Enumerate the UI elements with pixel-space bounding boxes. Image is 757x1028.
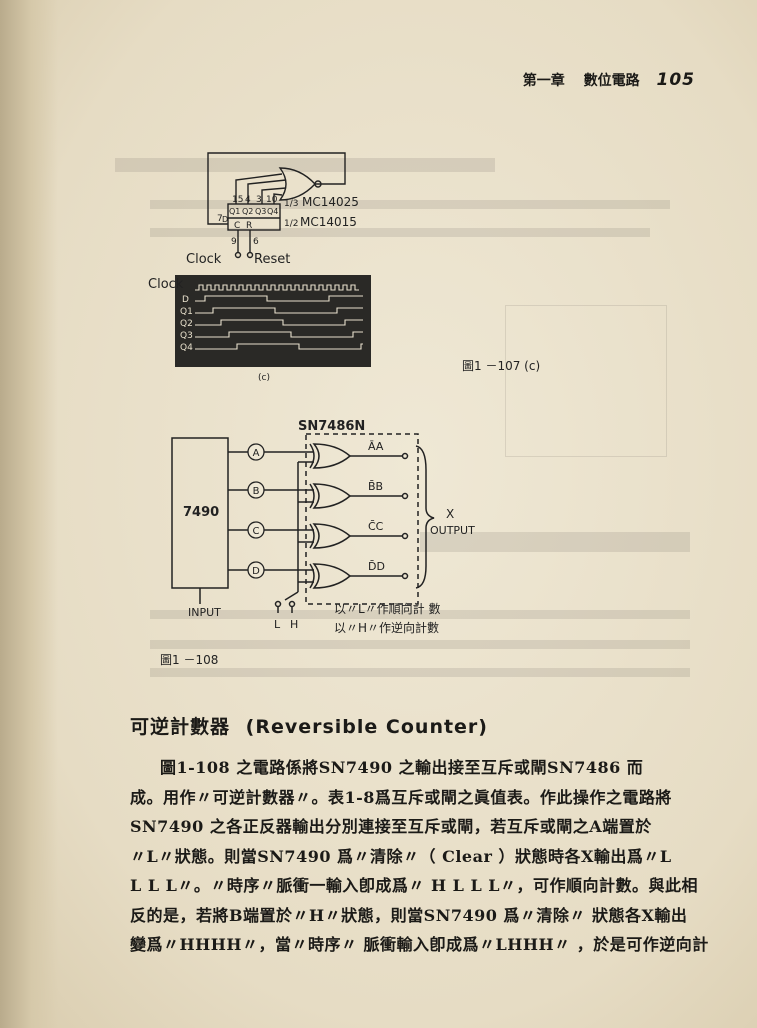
output-q2: Q2	[242, 207, 253, 216]
timing-diagram-frame	[175, 275, 371, 367]
body-paragraph: 圖1-108 之電路係將SN7490 之輸出接至互斥或閘SN7486 而 成。用…	[130, 753, 709, 960]
switch-h-label: H	[290, 618, 298, 631]
pin-3: 3	[256, 195, 262, 205]
xor-gate-a	[309, 443, 352, 469]
node-d: D	[252, 566, 260, 577]
input-d: D	[222, 215, 228, 224]
body-line-5: L L L〃。〃時序〃脈衝一輸入卽成爲〃 H L L L〃，可作順向計數。與此相	[130, 876, 699, 895]
pin-10: 10	[266, 195, 278, 205]
pin-9: 9	[231, 237, 237, 247]
output-q3: Q3	[255, 207, 266, 216]
output-q4: Q4	[267, 207, 278, 216]
body-line-1: 圖1-108 之電路係將SN7490 之輸出接至互斥或閘SN7486 而	[160, 758, 644, 777]
figure-107-circuit: 15 4 3 10 Q1 Q2 Q3 Q4 7 D C R 9 6 1/3 MC…	[148, 152, 540, 383]
input-c: C	[234, 221, 240, 231]
counter-7490-label: 7490	[183, 505, 219, 520]
xor-gate-d	[309, 563, 352, 589]
timing-signal-q4: Q4	[180, 343, 193, 353]
chapter-label: 第一章	[522, 73, 565, 89]
bleed-through-block-2	[150, 200, 670, 209]
bleed-through-block-1	[115, 158, 495, 172]
body-line-6: 反的是，若將B端置於〃H〃狀態，則當SN7490 爲〃清除〃 狀態各X輸出	[130, 905, 688, 925]
input-label: INPUT	[188, 606, 221, 619]
timing-waveforms	[195, 284, 363, 350]
timing-signal-q2: Q2	[180, 319, 193, 329]
chapter-title: 數位電路	[583, 73, 640, 89]
timing-signal-clock: Clock	[148, 277, 184, 292]
figure-107-caption: 圖1 －107 (c)	[462, 359, 540, 373]
pin-15: 15	[232, 195, 243, 205]
figure-107-sub-label: (c)	[258, 373, 270, 383]
section-title: 可逆計數器 (Reversible Counter)	[130, 712, 488, 739]
page-number: 105	[656, 70, 695, 90]
chip-top-name: MC14025	[302, 195, 359, 209]
node-a: A	[253, 448, 260, 459]
figure-108-caption: 圖1 －108	[160, 653, 218, 667]
body-line-3: SN7490 之各正反器輸出分別連接至互斥或閘，若互斥或閘之A端置於	[130, 817, 652, 836]
switch-l-label: L	[274, 618, 281, 631]
pin-7: 7	[217, 214, 223, 224]
chip-bottom-name: MC14015	[300, 215, 357, 229]
xor-gate-c	[309, 523, 352, 549]
reset-terminal-label: Reset	[254, 252, 290, 267]
bleed-through-block-6	[150, 610, 690, 619]
figure-108-circuit: A B C D SN7486N 7490 ĀA B̄B C̄C D̄D X OU…	[160, 419, 475, 667]
node-c: C	[253, 526, 260, 537]
xor-gate-b	[309, 483, 352, 509]
timing-signal-q1: Q1	[180, 307, 193, 317]
running-header: 第一章 數位電路 105	[523, 70, 695, 90]
timing-signal-d: D	[182, 295, 189, 305]
node-b: B	[253, 486, 260, 497]
bleed-through-block-3	[150, 228, 650, 237]
output-x-label: X	[446, 507, 454, 521]
chip-sn7486n-label: SN7486N	[298, 419, 365, 434]
output-aa: ĀA	[368, 440, 384, 453]
output-bb: B̄B	[368, 480, 383, 493]
bleed-through-block-5	[420, 532, 690, 552]
chip-bottom-fraction: 1/2	[284, 219, 298, 229]
bleed-through-block-7	[150, 640, 690, 649]
sn7486n-dashed-box	[305, 433, 419, 605]
input-r: R	[246, 221, 252, 231]
bleed-through-block-4	[505, 305, 667, 457]
body-line-2: 成。用作〃可逆計數器〃。表1-8爲互斥或閘之眞值表。作此操作之電路將	[130, 787, 672, 807]
chip-top-fraction: 1/3	[284, 199, 298, 209]
mode-note-line2: 以〃H〃作逆向計數	[334, 620, 439, 635]
body-line-4: 〃L〃狀態。則當SN7490 爲〃清除〃（ Clear ）狀態時各X輸出爲〃L	[130, 846, 672, 866]
bleed-through-block-8	[150, 668, 690, 677]
timing-signal-q3: Q3	[180, 331, 193, 341]
pin-6: 6	[253, 237, 259, 247]
mode-note-line1: 以〃L〃作順向計 數	[334, 601, 441, 616]
clock-terminal-label: Clock	[186, 252, 222, 267]
page-spine-shadow	[0, 0, 58, 1028]
output-word-label: OUTPUT	[430, 524, 475, 537]
section-title-en: (Reversible Counter)	[245, 716, 488, 738]
body-line-7: 變爲〃HHHH〃，當〃時序〃 脈衝輸入卽成爲〃LHHH〃 ，於是可作逆向計	[130, 935, 709, 954]
output-q1: Q1	[229, 207, 240, 216]
output-cc: C̄C	[368, 520, 384, 533]
pin-4: 4	[245, 195, 251, 205]
section-title-cn: 可逆計數器	[130, 716, 231, 738]
output-dd: D̄D	[368, 560, 385, 573]
